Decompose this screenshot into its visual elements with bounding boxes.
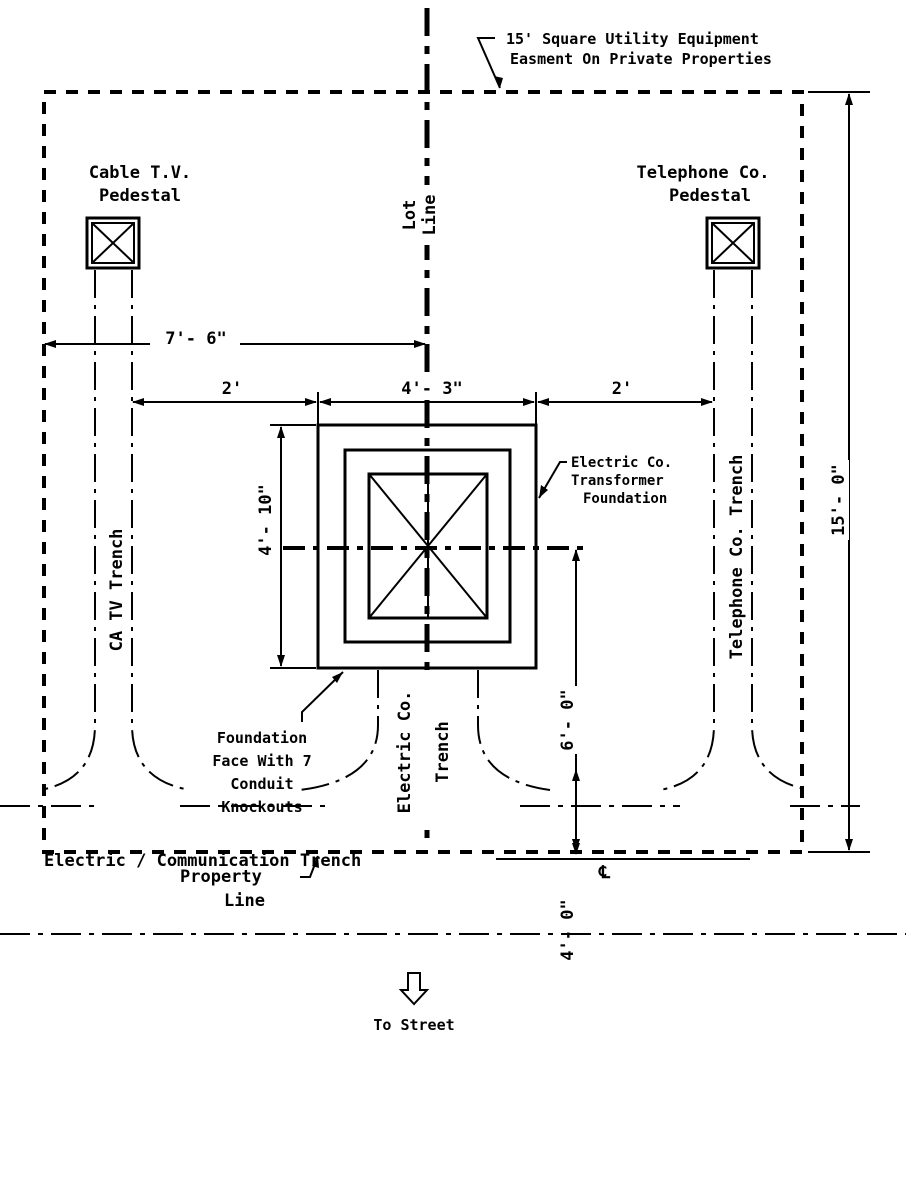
transformer-label-1: Electric Co. bbox=[571, 455, 672, 471]
to-street-label: To Street bbox=[373, 1016, 454, 1034]
property-line-label-1: Property bbox=[180, 867, 262, 887]
property-line-label-2: Line bbox=[224, 891, 265, 911]
line-label: Line bbox=[420, 195, 440, 236]
foundation-face-label-2: Face With 7 bbox=[212, 752, 311, 770]
foundation-face-label-4: Knockouts bbox=[221, 798, 302, 816]
telephone-trench-label: Telephone Co. Trench bbox=[727, 455, 747, 660]
easement-note-line1: 15' Square Utility Equipment bbox=[506, 30, 759, 48]
telephone-pedestal bbox=[705, 216, 761, 270]
foundation-face-leader bbox=[301, 671, 344, 722]
main-trench-label: Electric / Communication Trench bbox=[44, 851, 361, 871]
telephone-pedestal-label-1: Telephone Co. bbox=[636, 163, 769, 183]
dim-2-left-label: 2' bbox=[222, 379, 242, 399]
lot-label: Lot bbox=[400, 200, 420, 231]
dim-4-10-label: 4'- 10" bbox=[256, 484, 276, 556]
dim-6-0-label: 6'- 0" bbox=[558, 689, 578, 750]
foundation-face-label-3: Conduit bbox=[230, 775, 293, 793]
dim-4-0-label: 4'- 0" bbox=[558, 899, 578, 960]
cable-pedestal-label-2: Pedestal bbox=[99, 186, 181, 206]
cable-tv-pedestal bbox=[85, 216, 141, 270]
dim-15-0-label: 15'- 0" bbox=[829, 464, 849, 536]
to-street-arrow bbox=[398, 972, 430, 1006]
easement-leader bbox=[476, 37, 501, 89]
easement-note-line2: Easment On Private Properties bbox=[510, 50, 772, 68]
electric-trench-label-2: Trench bbox=[433, 721, 453, 782]
cable-pedestal-label-1: Cable T.V. bbox=[89, 163, 191, 183]
dim-7-6-label: 7'- 6" bbox=[165, 329, 226, 349]
telephone-trench bbox=[659, 270, 811, 791]
foundation-face-label-1: Foundation bbox=[217, 729, 307, 747]
easement-boundary bbox=[42, 90, 804, 854]
dim-4-3-label: 4'- 3" bbox=[401, 379, 462, 399]
catv-trench bbox=[39, 270, 191, 791]
transformer-label-2: Transformer bbox=[571, 473, 664, 489]
telephone-pedestal-label-2: Pedestal bbox=[669, 186, 751, 206]
transformer-leader bbox=[538, 461, 567, 499]
electric-trench bbox=[299, 670, 551, 791]
lot-line-label: Lot Line bbox=[400, 185, 440, 245]
catv-trench-label: CA TV Trench bbox=[107, 529, 127, 652]
centerline-symbol: ℄ bbox=[598, 863, 611, 883]
electric-trench-label-1: Electric Co. bbox=[395, 691, 415, 814]
dim-4-10 bbox=[270, 424, 316, 669]
dim-7-6: 7'- 6" bbox=[44, 326, 426, 349]
dim-2-right-label: 2' bbox=[612, 379, 632, 399]
dim-row-top bbox=[132, 392, 713, 425]
transformer-label-3: Foundation bbox=[583, 491, 667, 507]
